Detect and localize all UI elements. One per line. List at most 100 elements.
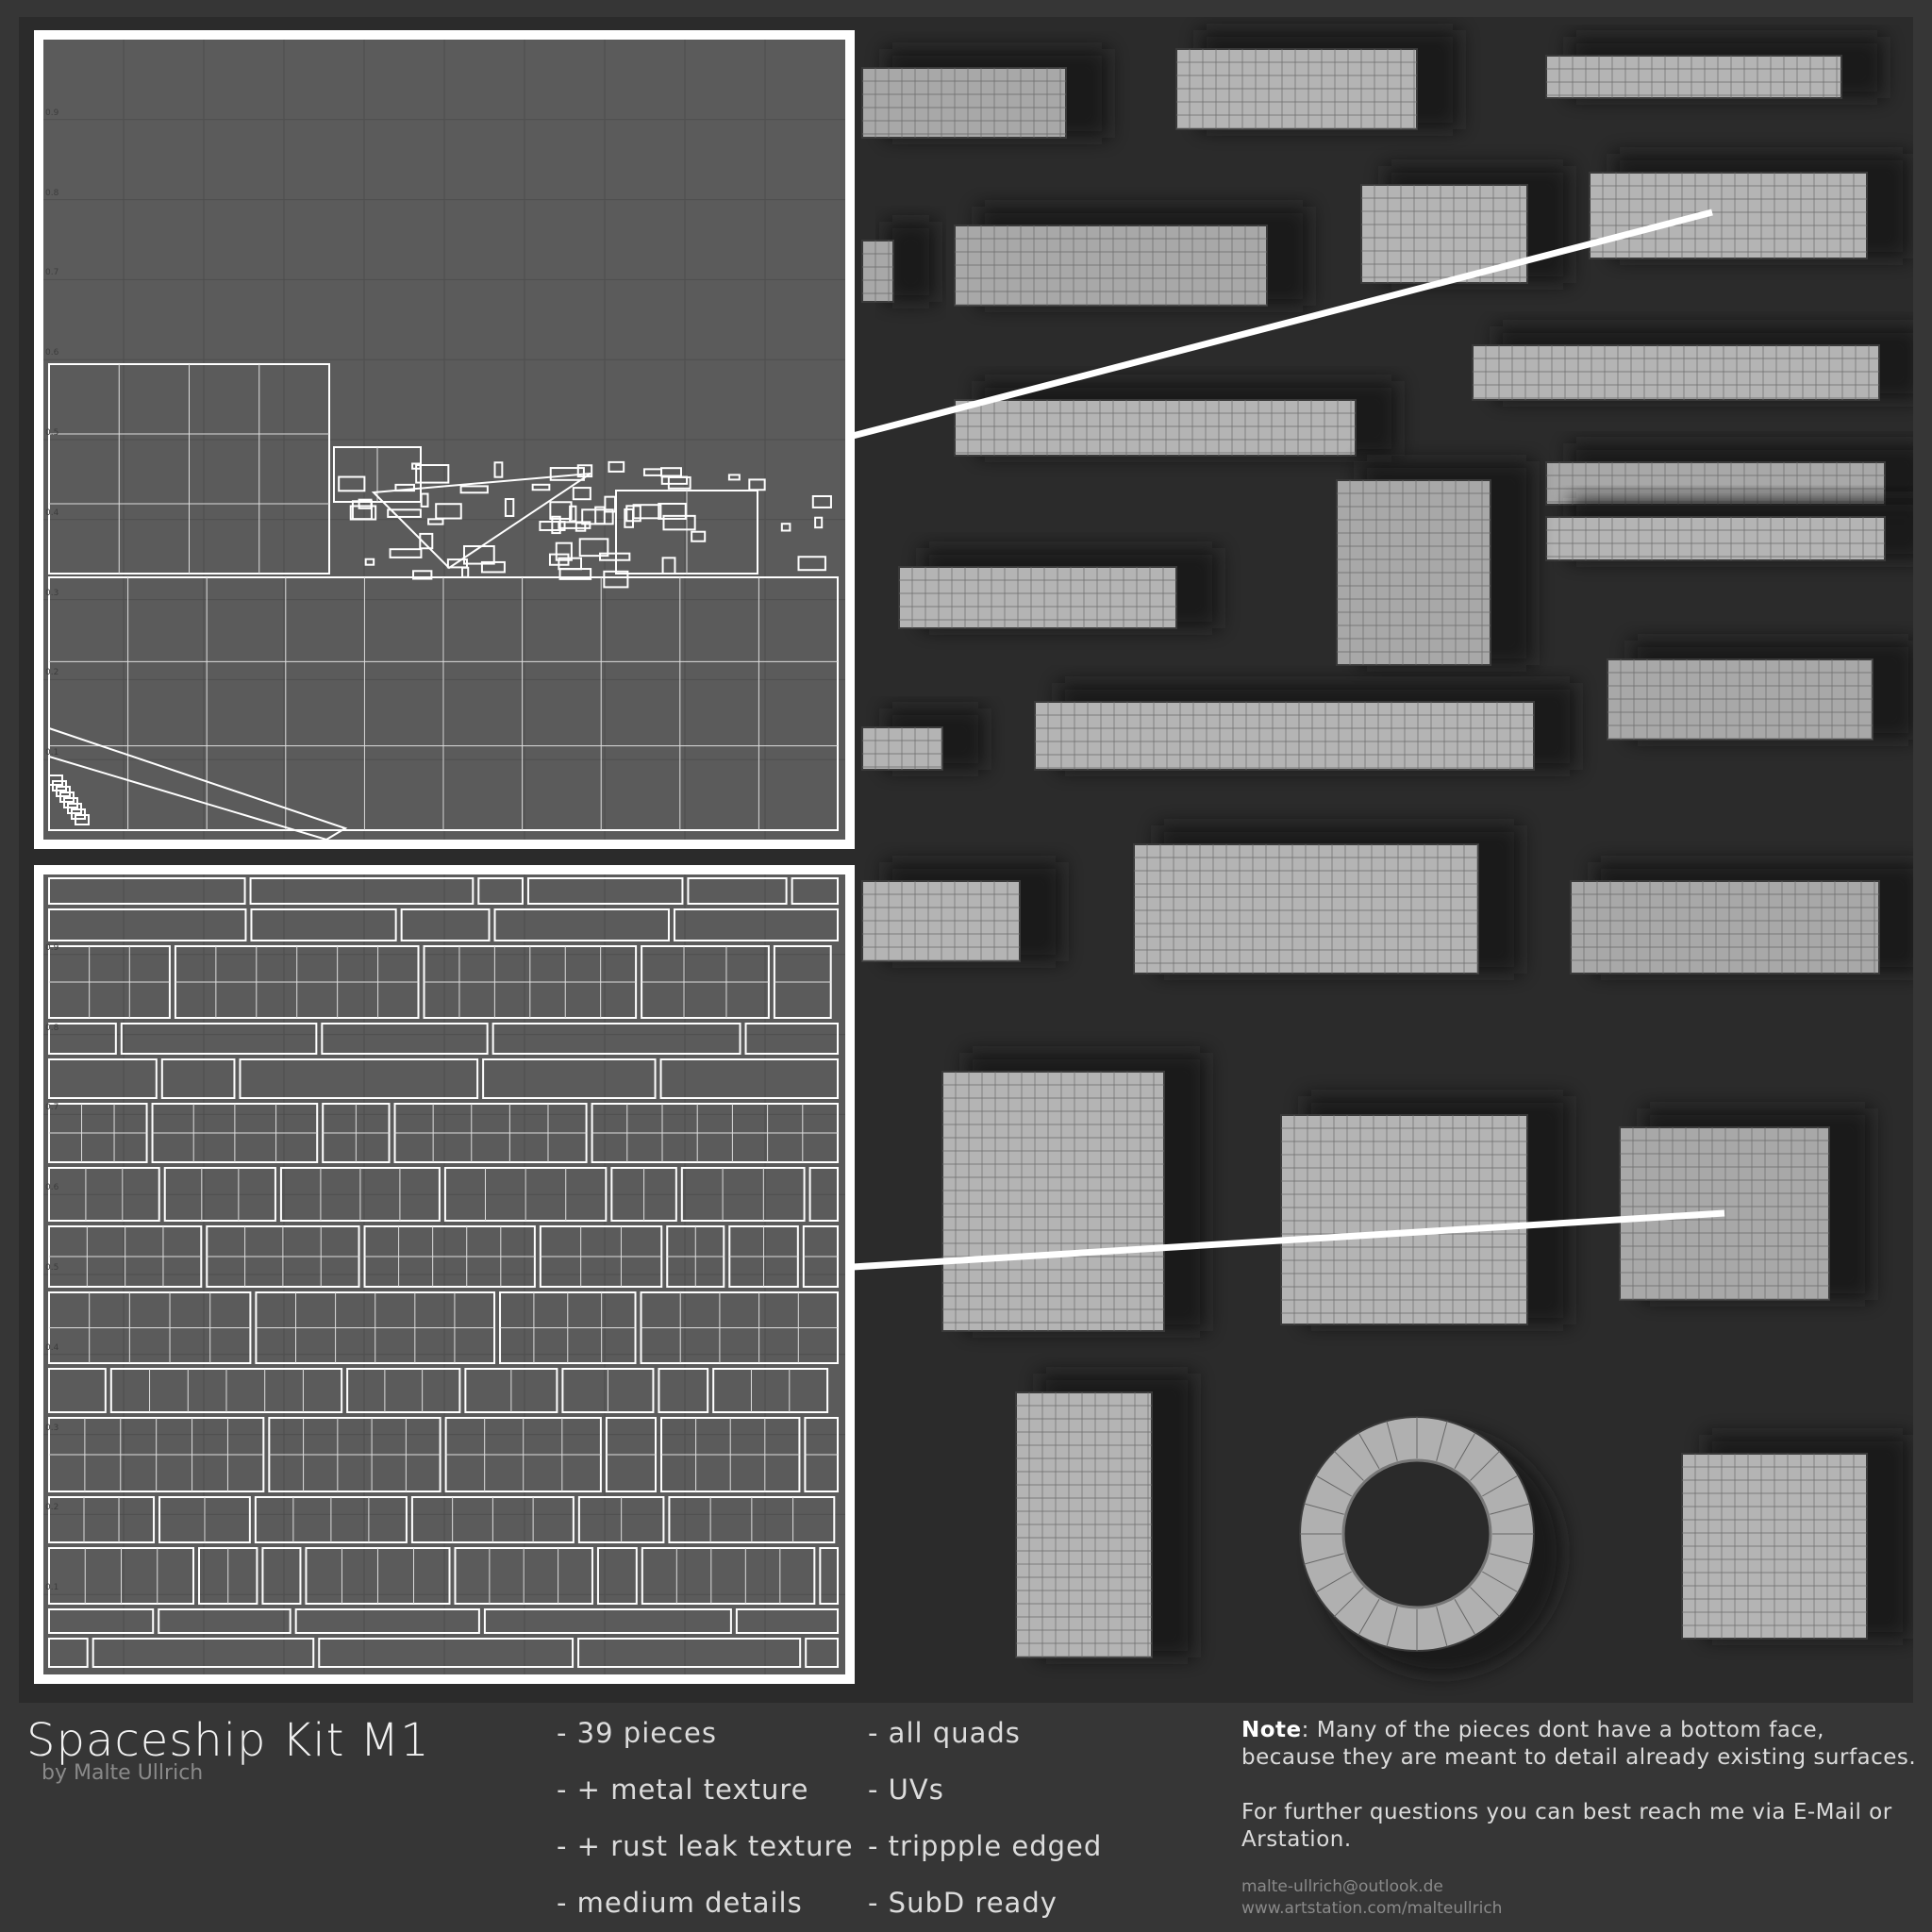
model-piece: [1570, 862, 1913, 974]
uv-island: [48, 576, 839, 831]
uv-island: [804, 1417, 839, 1492]
uv-island: [658, 1368, 709, 1413]
feature-item: - UVs: [868, 1774, 944, 1806]
uv-island: [641, 1547, 816, 1605]
callout-line-bottom: [852, 1209, 1725, 1271]
model-body: [1133, 843, 1479, 974]
callout-line-top: [852, 208, 1713, 440]
uv-island: [526, 877, 684, 905]
uv-island: [578, 538, 609, 558]
note-text: Note: Many of the pieces dont have a bot…: [1241, 1717, 1921, 1854]
uv-island: [728, 1225, 799, 1288]
uv-island: [48, 1638, 89, 1668]
uv-island: [389, 548, 423, 558]
uv-island: [624, 508, 634, 528]
uv-island: [48, 1058, 158, 1099]
uv-island: [48, 726, 348, 840]
uv-island: [250, 908, 397, 941]
model-body: [861, 240, 894, 303]
uv-island: [819, 1547, 840, 1605]
uv-island: [555, 541, 573, 561]
uv-island: [48, 1225, 203, 1288]
model-piece-round-hatch: [1299, 1416, 1563, 1675]
uv-island: [658, 502, 687, 520]
model-body: [1280, 1114, 1528, 1325]
uv-island: [727, 474, 741, 481]
uv-island: [483, 1608, 732, 1634]
uv-island: [797, 556, 826, 572]
feature-item: - 39 pieces: [557, 1717, 718, 1749]
hatch-grate: [1341, 1458, 1492, 1609]
uv-island: [691, 530, 707, 542]
uv-island: [364, 558, 375, 566]
uv-island: [305, 1547, 451, 1605]
uv-island: [661, 557, 676, 575]
uv-island: [604, 495, 617, 513]
uv-island: [261, 1547, 302, 1605]
model-piece: [861, 862, 1062, 962]
uv-island: [780, 523, 791, 532]
uv-island: [48, 945, 171, 1019]
uv-island: [539, 1225, 663, 1288]
callout-lines: [852, 208, 1725, 1271]
model-body: [1570, 880, 1880, 974]
uv-axis-label: 0.9: [45, 108, 59, 118]
uv-island: [577, 1638, 802, 1668]
model-body: [1589, 172, 1868, 259]
model-body: [1545, 55, 1842, 99]
uv-island: [206, 1225, 360, 1288]
uv-island: [802, 1225, 840, 1288]
uv-islands: [43, 40, 845, 840]
uv-island: [605, 1417, 657, 1492]
feature-item: - + metal texture: [557, 1774, 809, 1806]
uv-island: [48, 1496, 156, 1543]
uv-island: [735, 1608, 840, 1634]
uv-island: [419, 532, 434, 550]
feature-item: - SubD ready: [868, 1887, 1058, 1919]
uv-island: [48, 363, 330, 575]
uv-axis-label: 0.5: [45, 428, 59, 438]
uv-island: [158, 1608, 291, 1634]
uv-island: [427, 518, 444, 525]
uv-islands: [43, 874, 845, 1674]
website-link[interactable]: www.artstation.com/malteullrich: [1241, 1899, 1503, 1918]
model-piece: [1472, 326, 1913, 401]
uv-island: [814, 516, 824, 529]
uv-island: [410, 1496, 575, 1543]
uv-island: [461, 566, 470, 578]
model-piece: [1589, 154, 1909, 259]
uv-island: [539, 521, 566, 531]
uv-island: [160, 1058, 236, 1099]
model-piece: [1336, 461, 1533, 666]
uv-island: [151, 1103, 319, 1163]
footer: Spaceship Kit M1 by Malte Ullrich - 39 p…: [0, 1703, 1932, 1932]
uv-island: [351, 500, 373, 521]
uv-island: [603, 570, 629, 589]
uv-island: [75, 814, 90, 825]
uv-island: [572, 487, 591, 501]
uv-island: [493, 908, 670, 941]
uv-island: [48, 1547, 195, 1605]
model-piece: [1175, 30, 1459, 130]
model-piece: [1545, 37, 1884, 99]
uv-island: [435, 503, 462, 520]
uv-island: [531, 483, 551, 491]
questions-text: For further questions you can best reach…: [1241, 1800, 1892, 1852]
uv-island: [673, 908, 839, 941]
uv-island: [346, 1368, 461, 1413]
uv-island: [387, 508, 422, 518]
uv-island: [480, 560, 506, 574]
email-link[interactable]: malte-ullrich@outlook.de: [1241, 1877, 1443, 1896]
uv-axis-label: 0.1: [45, 1583, 59, 1593]
uv-island: [393, 1103, 588, 1163]
model-piece: [898, 548, 1219, 629]
uv-island: [48, 1291, 252, 1364]
model-body: [954, 399, 1357, 457]
uv-island: [549, 467, 585, 481]
uv-island: [591, 1103, 839, 1163]
uv-island: [321, 1023, 489, 1055]
uv-island: [482, 1058, 657, 1099]
uv-island: [371, 473, 591, 570]
uv-island: [48, 1368, 107, 1413]
model-piece: [1280, 1096, 1570, 1325]
